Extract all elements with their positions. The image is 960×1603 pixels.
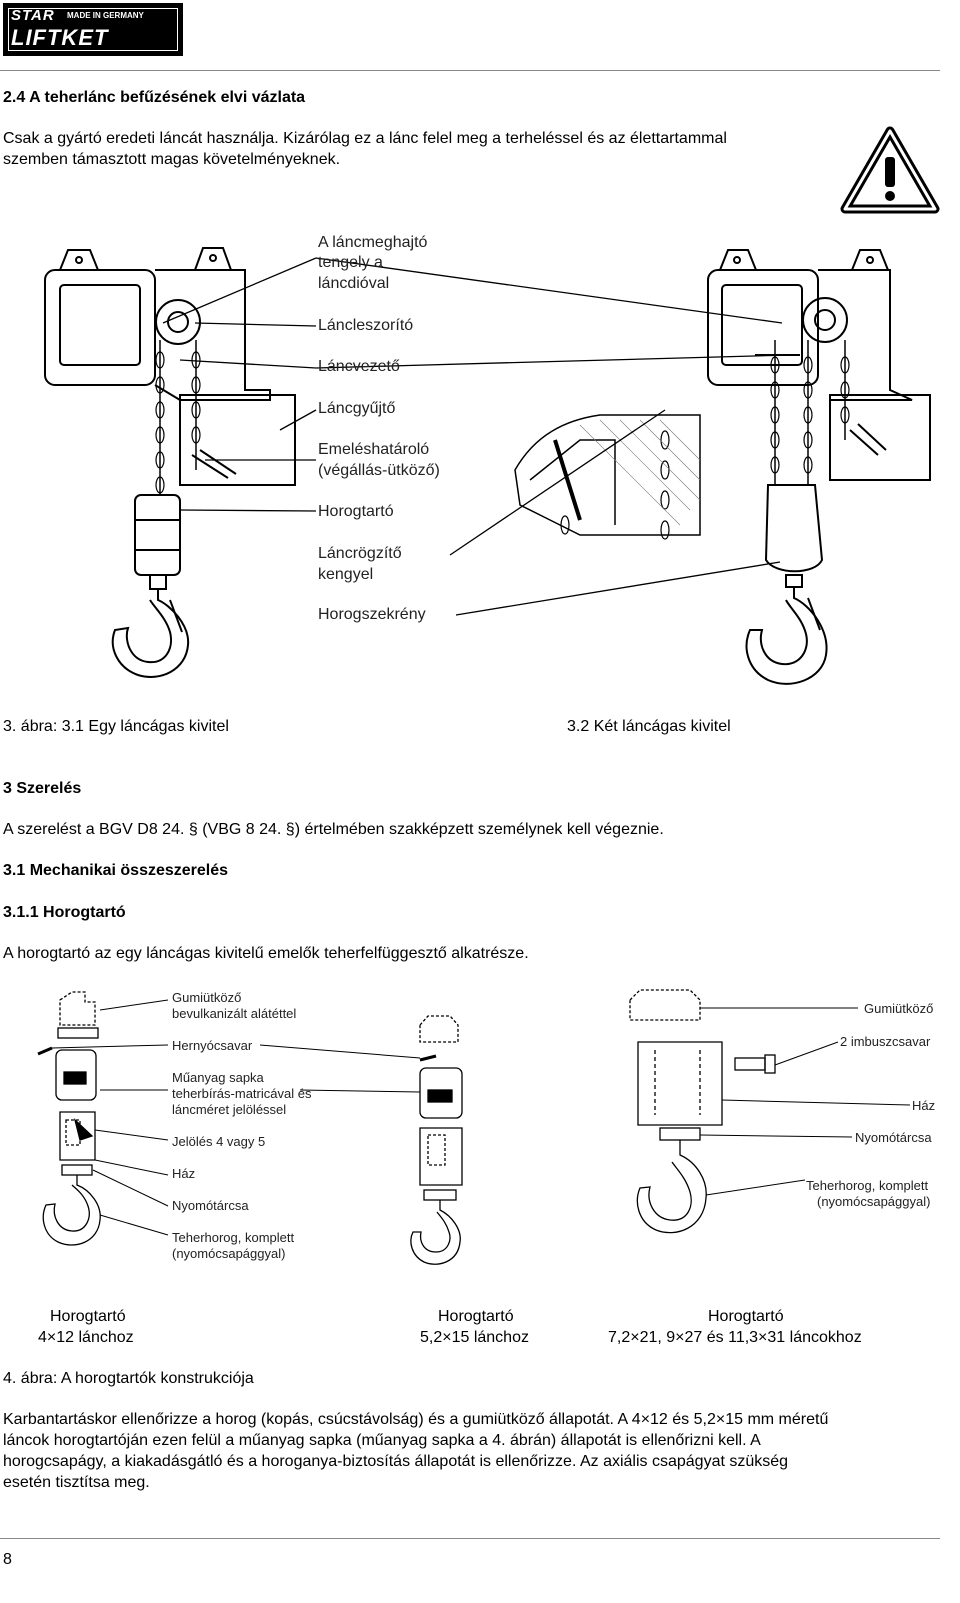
fig4-left-housing: Ház (172, 1166, 196, 1181)
fig4-right-socket-screws: 2 imbuszcsavar (840, 1034, 931, 1049)
hook-block-5-2x15 (410, 1015, 463, 1265)
logo-brand-top: STAR (11, 7, 55, 24)
hook-block-4x12 (37, 991, 101, 1246)
fig4-left-load-hook-2: (nyomócsapággyal) (172, 1246, 286, 1261)
footer-rule (0, 1538, 940, 1539)
fig4-right-housing: Ház (912, 1098, 936, 1113)
hook-block-large (629, 989, 776, 1234)
starliftket-logo: STAR MADE IN GERMANY LIFTKET (3, 3, 183, 56)
figure-3-caption-right: 3.2 Két láncágas kivitel (567, 718, 731, 735)
section-3-1-1-text: A horogtartó az egy láncágas kivitelű em… (3, 945, 529, 962)
fig3-label-drive-shaft-2: tengely a (318, 254, 383, 271)
fig4-left-load-hook-1: Teherhorog, komplett (172, 1230, 295, 1245)
fig3-label-drive-shaft-1: A láncmeghajtó (318, 234, 428, 251)
chain-detail (514, 414, 701, 540)
fig3-label-anchor-2: kengyel (318, 566, 374, 583)
warning-triangle-icon (840, 126, 940, 214)
intro-line-1: Csak a gyártó eredeti láncát használja. … (3, 130, 727, 147)
maintenance-line-3: horogcsapágy, a kiakadásgátló és a horog… (3, 1453, 789, 1470)
fig4-left-plastic-cap-1: Műanyag sapka (172, 1070, 264, 1085)
figure-3-caption-left: 3. ábra: 3.1 Egy láncágas kivitel (3, 718, 229, 735)
double-fall-hoist (707, 249, 931, 685)
intro-line-2: szemben támasztott magas követelményekne… (3, 151, 341, 168)
fig4-right-rubber-buffer: Gumiütköző (864, 1001, 934, 1016)
fig3-label-drive-shaft-3: láncdióval (318, 275, 390, 292)
figure-4-drawing (37, 989, 911, 1265)
fig3-label-chain-stripper: Láncleszorító (318, 317, 414, 334)
fig3-label-chain-guide: Láncvezető (318, 358, 400, 375)
fig4-caption-1-sub: 4×12 lánchoz (38, 1329, 134, 1346)
single-fall-hoist (44, 247, 296, 678)
fig4-caption-2-sub: 5,2×15 lánchoz (420, 1329, 529, 1346)
fig4-left-rubber-buffer-2: bevulkanizált alátéttel (172, 1006, 297, 1021)
fig4-left-plastic-cap-2: teherbírás-matricával és (172, 1086, 312, 1101)
fig4-right-thrust-washer: Nyomótárcsa (855, 1130, 932, 1145)
fig4-right-load-hook-2: (nyomócsapággyal) (817, 1194, 931, 1209)
fig4-left-rubber-buffer-1: Gumiütköző (172, 990, 242, 1005)
fig4-left-set-screw: Hernyócsavar (172, 1038, 253, 1053)
fig3-label-chain-bag: Láncgyűjtő (318, 400, 396, 417)
maintenance-line-2: láncok horogtartóján ezen felül a műanya… (3, 1432, 761, 1449)
maintenance-line-4: esetén tisztítsa meg. (3, 1474, 150, 1491)
section-3-title: 3 Szerelés (3, 780, 82, 797)
fig4-right-load-hook-1: Teherhorog, komplett (806, 1178, 929, 1193)
fig4-left-marking: Jelölés 4 vagy 5 (172, 1134, 266, 1149)
fig4-caption-2-title: Horogtartó (438, 1308, 514, 1325)
section-3-1-1-title: 3.1.1 Horogtartó (3, 904, 126, 921)
fig3-label-hook-block: Horogtartó (318, 503, 394, 520)
header-rule (0, 70, 940, 71)
figure-3-drawing (44, 247, 931, 685)
page-number: 8 (3, 1551, 12, 1568)
fig3-label-limit-1: Emeléshatároló (318, 441, 430, 458)
section-3-text: A szerelést a BGV D8 24. § (VBG 8 24. §)… (3, 821, 664, 838)
section-3-1-title: 3.1 Mechanikai összeszerelés (3, 862, 229, 879)
fig4-left-thrust-washer: Nyomótárcsa (172, 1198, 249, 1213)
fig4-caption-3-title: Horogtartó (708, 1308, 784, 1325)
fig4-left-plastic-cap-3: láncméret jelöléssel (172, 1102, 287, 1117)
logo-made-in: MADE IN GERMANY (67, 11, 144, 20)
fig4-caption-3-sub: 7,2×21, 9×27 és 11,3×31 láncokhoz (608, 1329, 862, 1346)
fig4-caption-1-title: Horogtartó (50, 1308, 126, 1325)
fig3-label-anchor-1: Láncrögzítő (318, 545, 402, 562)
fig3-label-limit-2: (végállás-ütköző) (318, 462, 440, 479)
logo-brand-bottom: LIFTKET (11, 25, 109, 50)
section-2-4-title: 2.4 A teherlánc befűzésének elvi vázlata (3, 89, 306, 106)
figure-4-caption: 4. ábra: A horogtartók konstrukciója (3, 1370, 254, 1387)
fig3-label-hook-box: Horogszekrény (318, 606, 426, 623)
maintenance-line-1: Karbantartáskor ellenőrizze a horog (kop… (3, 1411, 829, 1428)
